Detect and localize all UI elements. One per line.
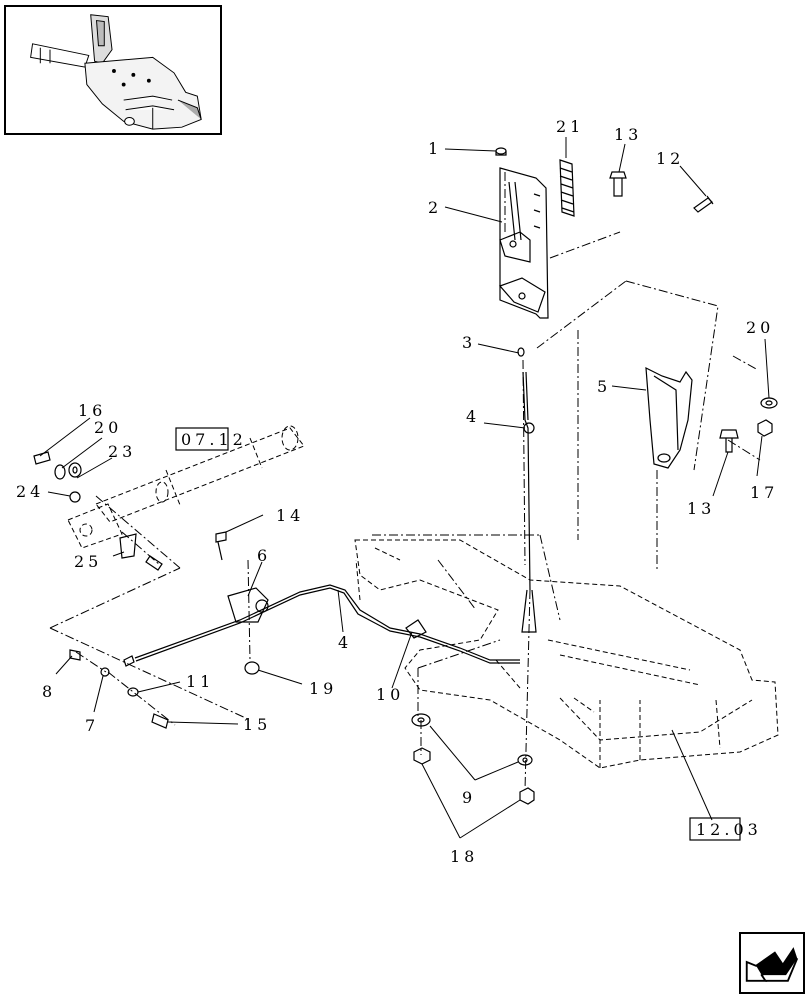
arrow-back-icon <box>745 947 799 982</box>
fasteners-left <box>33 451 163 571</box>
callout-16: 16 <box>78 401 106 420</box>
ref-label-1203[interactable]: 12.03 <box>696 820 762 839</box>
bracket-2 <box>498 167 549 319</box>
callout-4-vertical: 4 <box>466 407 480 426</box>
callout-24: 24 <box>16 482 44 501</box>
callout-8: 8 <box>42 682 56 701</box>
callout-14: 14 <box>276 506 304 525</box>
callout-25: 25 <box>74 552 102 571</box>
callout-12: 12 <box>656 149 684 168</box>
callout-3: 3 <box>462 333 476 352</box>
callout-18: 18 <box>450 847 478 866</box>
callout-20-right: 20 <box>746 318 774 337</box>
cable-4-horizontal <box>123 584 520 667</box>
callout-1: 1 <box>428 139 442 158</box>
callout-19: 19 <box>309 679 337 698</box>
ref-box-1203[interactable] <box>689 817 741 841</box>
callout-17: 17 <box>750 483 778 502</box>
fasteners-lower <box>69 531 535 805</box>
callout-6: 6 <box>257 546 271 565</box>
callout-21: 21 <box>556 117 584 136</box>
callout-9: 9 <box>462 788 476 807</box>
callout-7: 7 <box>85 716 99 735</box>
callout-2: 2 <box>428 198 442 217</box>
callout-20-left: 20 <box>94 418 122 437</box>
callout-15: 15 <box>243 715 271 734</box>
callout-13-top: 13 <box>614 125 642 144</box>
handle-5 <box>645 366 693 469</box>
ref-box-0712[interactable] <box>175 427 229 451</box>
callout-10: 10 <box>376 685 404 704</box>
overview-thumbnail[interactable] <box>4 5 222 135</box>
callout-4-horizontal: 4 <box>338 633 352 652</box>
callout-11: 11 <box>186 672 214 691</box>
ref-label-0712[interactable]: 07.12 <box>181 430 247 449</box>
callout-numbers: 1 2 3 4 4 5 6 7 8 9 10 11 12 13 13 14 15… <box>16 117 778 866</box>
machine-overview-thumbnail <box>30 14 202 130</box>
machine-frame <box>354 539 779 769</box>
callout-23: 23 <box>108 442 136 461</box>
callout-13-right: 13 <box>687 499 715 518</box>
assembly-lines <box>49 172 761 791</box>
cylinder <box>67 425 305 549</box>
back-navigation-button[interactable] <box>739 932 805 994</box>
leader-lines <box>39 137 770 839</box>
callout-5: 5 <box>597 377 611 396</box>
fasteners-top <box>495 147 714 357</box>
fasteners-right <box>719 397 778 453</box>
decal-21 <box>559 159 575 217</box>
